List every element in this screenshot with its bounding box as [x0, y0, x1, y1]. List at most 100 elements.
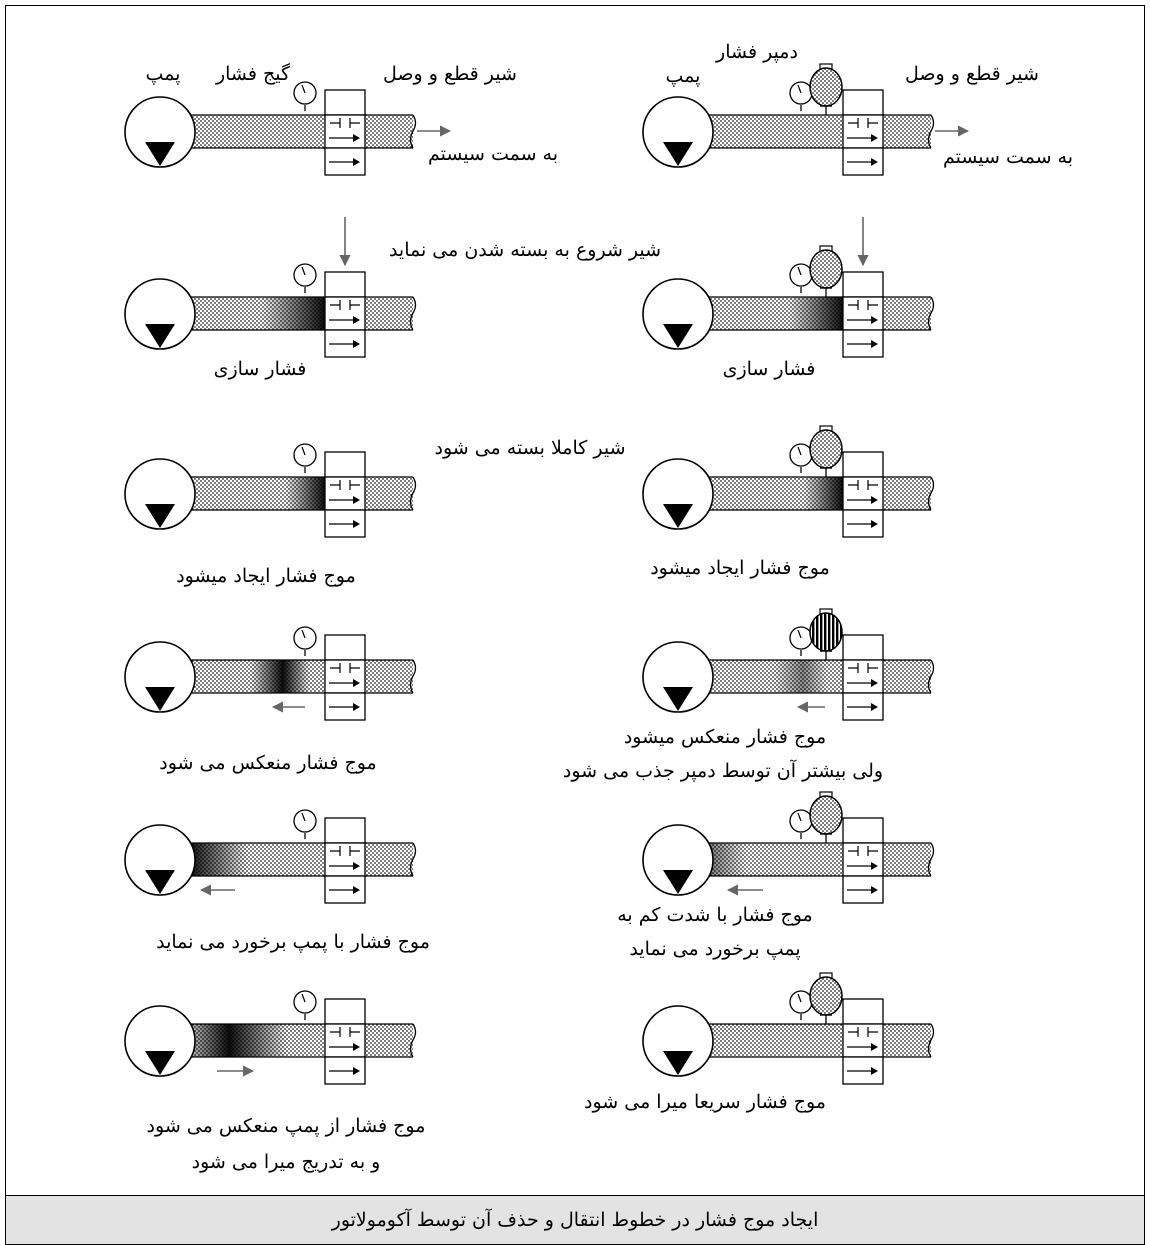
pressure-wave — [285, 477, 325, 510]
gauge-needle — [301, 446, 306, 456]
valve-block-top — [324, 89, 366, 116]
pipe-break — [927, 296, 935, 331]
label-valve-fully-closed: شیر کاملا بسته می شود — [434, 437, 625, 459]
valve-block-middle — [842, 1023, 884, 1058]
valve-flow-arrow-icon — [353, 134, 360, 142]
pump-triangle — [663, 1051, 693, 1075]
outlet-fill — [365, 297, 413, 330]
pressure-wave — [260, 297, 325, 330]
pump-icon — [642, 458, 714, 530]
hydraulic-unit — [124, 81, 452, 176]
valve-flow-arrow-icon — [871, 679, 878, 687]
pressure-wave — [803, 477, 843, 510]
valve-block-top — [324, 271, 366, 298]
gauge-needle — [301, 993, 306, 1003]
pump-triangle — [145, 687, 175, 711]
valve-flow-arrow-icon — [871, 496, 878, 504]
valve-blocked-symbol — [848, 300, 878, 310]
pipe-break — [927, 114, 935, 149]
pump-triangle — [145, 142, 175, 166]
valve-block-top — [842, 634, 884, 661]
outlet-fill — [883, 1024, 931, 1057]
pump-triangle — [663, 504, 693, 528]
valve-flow-arrow-icon — [353, 679, 360, 687]
valve-block-middle — [324, 842, 366, 877]
hydraulic-unit — [642, 63, 970, 176]
pump-icon — [124, 96, 196, 168]
valve-flow-arrow-icon — [353, 496, 360, 504]
pump-triangle — [145, 1051, 175, 1075]
damper-accumulator-icon — [809, 612, 843, 652]
valve-blocked-symbol — [848, 118, 878, 128]
outlet-fill — [365, 843, 413, 876]
valve-lower-arrow-icon — [871, 886, 878, 894]
valve-block-middle — [842, 842, 884, 877]
outlet-fill — [365, 1024, 413, 1057]
valve-flow-arrow-icon — [871, 134, 878, 142]
label-gauge: گیج فشار — [215, 62, 291, 85]
valve-lower-arrow-icon — [353, 1067, 360, 1075]
hydraulic-unit — [124, 990, 417, 1085]
pressure-wave — [189, 843, 249, 876]
pipe-break — [927, 659, 935, 694]
valve-blocked-symbol — [848, 1027, 878, 1037]
label-valve: شیر قطع و وصل — [383, 63, 517, 85]
pump-triangle — [145, 870, 175, 894]
valve-flow-arrow-icon — [871, 1043, 878, 1051]
valve-block-top — [842, 451, 884, 478]
valve-flow-arrow-icon — [353, 1043, 360, 1051]
pressure-wave — [788, 297, 843, 330]
valve-block-middle — [842, 476, 884, 511]
pump-icon — [124, 1005, 196, 1077]
step-caption-left: و به تدریج میرا می شود — [192, 1151, 381, 1173]
valve-lower-arrow-icon — [871, 1067, 878, 1075]
pump-icon — [124, 641, 196, 713]
pressure-wave — [250, 660, 310, 693]
label-pump: پمپ — [146, 63, 181, 85]
valve-block-top — [842, 998, 884, 1025]
valve-block-top — [324, 451, 366, 478]
gauge-needle — [797, 266, 802, 276]
gauge-needle — [797, 446, 802, 456]
pump-icon — [642, 641, 714, 713]
gauge-needle — [797, 84, 802, 94]
hydraulic-unit — [124, 443, 417, 538]
valve-block-middle — [842, 659, 884, 694]
gauge-needle — [797, 629, 802, 639]
step-caption-left: فشار سازی — [214, 358, 307, 380]
outlet-fill — [365, 477, 413, 510]
step-caption-right: موج فشار منعکس میشود — [624, 726, 826, 748]
pump-triangle — [663, 142, 693, 166]
label-valve: شیر قطع و وصل — [905, 63, 1039, 85]
valve-block-middle — [324, 114, 366, 149]
valve-block-middle — [324, 476, 366, 511]
pipe-break — [409, 1023, 417, 1058]
damper-accumulator-icon — [809, 429, 843, 469]
outlet-fill — [883, 660, 931, 693]
pump-icon — [124, 824, 196, 896]
valve-lower-arrow-icon — [353, 886, 360, 894]
label-to-system: به سمت سیستم — [943, 146, 1073, 168]
gauge-needle — [797, 993, 802, 1003]
valve-blocked-symbol — [330, 663, 360, 673]
step-caption-right: موج فشار سریعا میرا می شود — [584, 1091, 826, 1113]
pipe-break — [927, 1023, 935, 1058]
valve-blocked-symbol — [330, 480, 360, 490]
hydraulic-unit — [642, 217, 935, 358]
label-valve-start-closing: شیر شروع به بسته شدن می نماید — [389, 239, 661, 261]
hydraulic-unit — [124, 626, 417, 721]
pump-icon — [642, 96, 714, 168]
gauge-needle — [301, 629, 306, 639]
step-caption-right: فشار سازی — [723, 358, 816, 380]
pipe-fill — [189, 115, 325, 148]
valve-blocked-symbol — [848, 846, 878, 856]
valve-blocked-symbol — [330, 118, 360, 128]
outlet-fill — [883, 115, 931, 148]
step-caption-left: موج فشار با پمپ برخورد می نماید — [156, 931, 430, 953]
label-pump: پمپ — [666, 65, 701, 87]
pump-icon — [642, 1005, 714, 1077]
step-caption-right: پمپ برخورد می نماید — [629, 938, 800, 960]
valve-block-middle — [324, 296, 366, 331]
pipe-break — [409, 659, 417, 694]
damper-accumulator-icon — [809, 976, 843, 1016]
